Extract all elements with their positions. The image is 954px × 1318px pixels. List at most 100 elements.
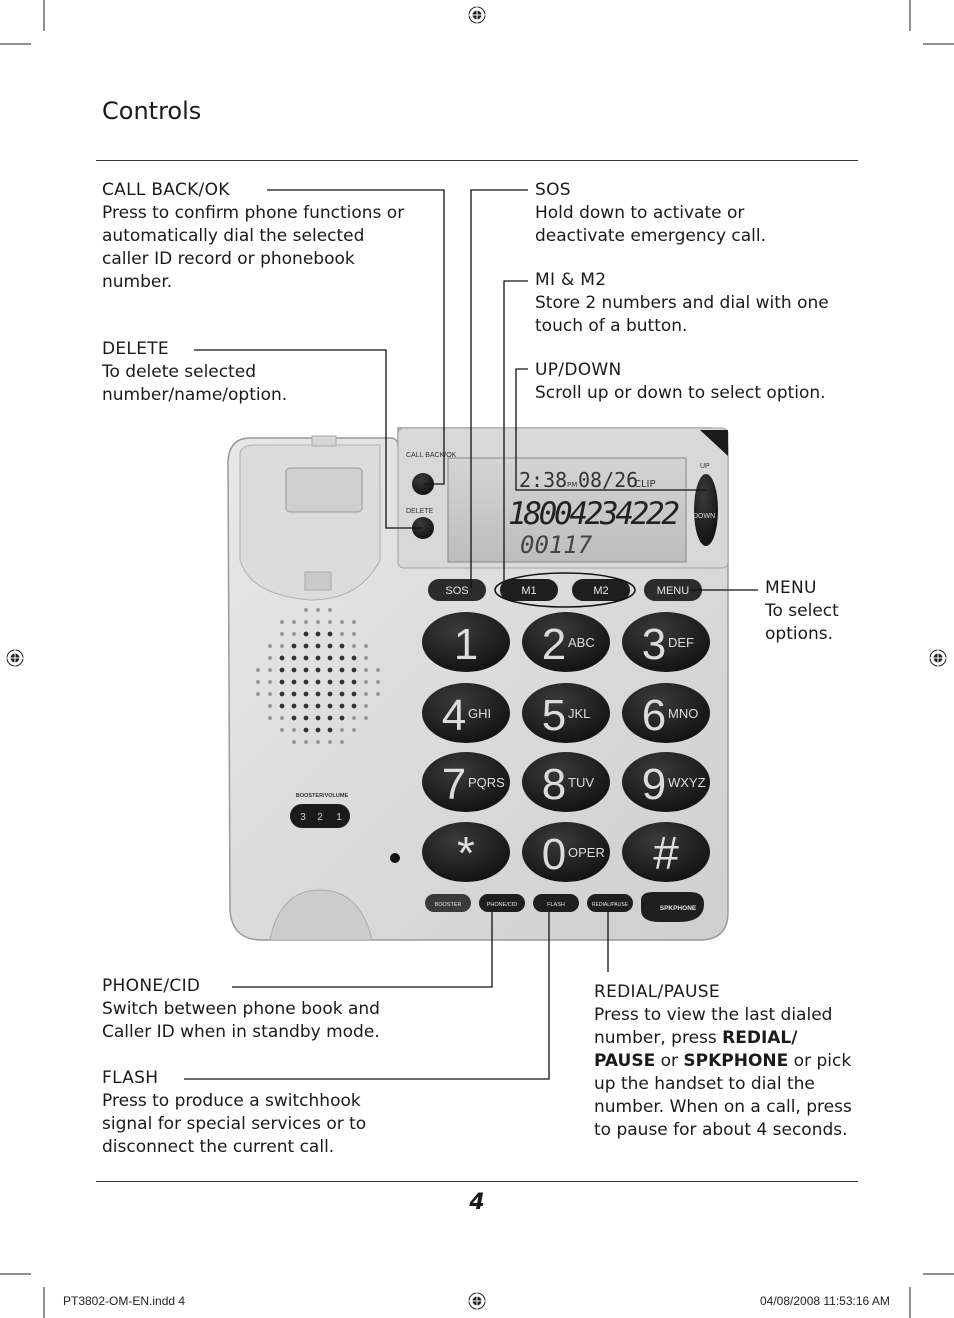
updown-callout (515, 368, 706, 491)
grille-hole (303, 655, 309, 661)
key-hash[interactable]: # (622, 822, 710, 882)
key-star[interactable]: * (422, 822, 510, 882)
phonecid-heading: PHONE/CID (102, 976, 201, 996)
speaker-grille (256, 608, 380, 744)
grille-hole (328, 608, 332, 612)
grille-hole (327, 631, 333, 637)
updown-label: UP/DOWN Scroll up or down to select opti… (535, 359, 865, 405)
booster-button[interactable] (425, 894, 471, 912)
redial-heading: REDIAL/PAUSE (594, 982, 720, 1002)
grille-hole (279, 679, 285, 685)
key-cap (522, 683, 610, 743)
grille-hole (303, 643, 309, 649)
m2-button[interactable] (572, 579, 630, 601)
m1m2-label: MI & M2 Store 2 numbers and dial with on… (535, 269, 855, 338)
grille-hole (256, 668, 260, 672)
grille-hole (352, 620, 356, 624)
grille-hole (315, 679, 321, 685)
flash-button-label: FLASH (547, 902, 565, 908)
sos-label: SOS Hold down to activate or deactivate … (535, 179, 795, 248)
grille-hole (291, 667, 297, 673)
grille-hole (303, 715, 309, 721)
m2-button-label: M2 (593, 585, 608, 597)
key-letters: OPER (568, 845, 605, 860)
grille-hole (291, 703, 297, 709)
phone-cid-button[interactable] (479, 894, 525, 912)
grille-hole (339, 715, 345, 721)
key-cap (622, 752, 710, 812)
grille-hole (304, 620, 308, 624)
grille-hole (291, 715, 297, 721)
booster-volume-switch[interactable]: BOOSTER/VOLUME 3 2 1 (290, 793, 350, 828)
flash-label: FLASH Press to produce a switchhook sign… (102, 1067, 402, 1159)
flash-button[interactable] (533, 894, 579, 912)
grille-hole (303, 691, 309, 697)
redial-pause-button[interactable] (587, 894, 633, 912)
sos-callout (470, 189, 528, 588)
callback-ok-button[interactable]: CALL BACK/OK (406, 452, 457, 495)
grille-hole (279, 691, 285, 697)
slug-filename: PT3802-OM-EN.indd 4 (63, 1294, 186, 1308)
up-down-buttons[interactable]: UP DOWN (693, 463, 718, 546)
grille-hole (280, 716, 284, 720)
sos-heading: SOS (535, 180, 571, 200)
grille-hole (351, 679, 357, 685)
grille-hole (364, 692, 368, 696)
menu-label: MENU To select options. (765, 577, 875, 646)
grille-hole (376, 692, 380, 696)
redial-text-1: Press to view the last dialed number, pr… (594, 1005, 833, 1048)
key-letters: PQRS (468, 775, 505, 790)
grille-hole (327, 679, 333, 685)
grille-hole (292, 728, 296, 732)
sos-button-label: SOS (445, 585, 468, 597)
delete-heading: DELETE (102, 339, 169, 359)
menu-description: To select options. (765, 601, 839, 644)
booster-button-label: BOOSTER (435, 902, 462, 908)
menu-button[interactable] (644, 579, 702, 601)
key-digit: * (457, 827, 475, 879)
m1-button[interactable] (500, 579, 558, 601)
down-caption: DOWN (693, 513, 715, 520)
slug-timestamp: 04/08/2008 11:53:16 AM (760, 1294, 890, 1308)
grille-hole (339, 679, 345, 685)
grille-hole (268, 704, 272, 708)
grille-hole (376, 680, 380, 684)
grille-hole (303, 703, 309, 709)
m1-button-label: M1 (521, 585, 536, 597)
key-1[interactable]: 1 (422, 612, 510, 672)
grille-hole (268, 656, 272, 660)
grille-hole (340, 728, 344, 732)
key-digit: 5 (542, 691, 566, 740)
grille-hole (268, 692, 272, 696)
m-buttons-highlight (494, 572, 636, 608)
phonecid-callout (232, 912, 493, 988)
key-digit: 9 (642, 760, 666, 809)
grille-hole (279, 703, 285, 709)
spkphone-button[interactable] (641, 892, 704, 922)
grille-hole (351, 667, 357, 673)
key-digit: 8 (542, 760, 566, 809)
delete-label: DELETE To delete selected number/name/op… (102, 338, 322, 407)
callback-description: Press to confirm phone functions or auto… (102, 203, 405, 292)
redial-bold-1: REDIAL/ PAUSE (594, 1028, 798, 1071)
grille-hole (340, 620, 344, 624)
grille-hole (364, 656, 368, 660)
delete-button[interactable]: DELETE (406, 508, 434, 539)
key-letters: TUV (568, 775, 594, 790)
key-letters: DEF (668, 635, 694, 650)
function-row: SOS M1 M2 MENU (428, 572, 702, 608)
grille-hole (364, 680, 368, 684)
grille-hole (339, 691, 345, 697)
m1m2-description: Store 2 numbers and dial with one touch … (535, 293, 829, 336)
grille-hole (327, 655, 333, 661)
